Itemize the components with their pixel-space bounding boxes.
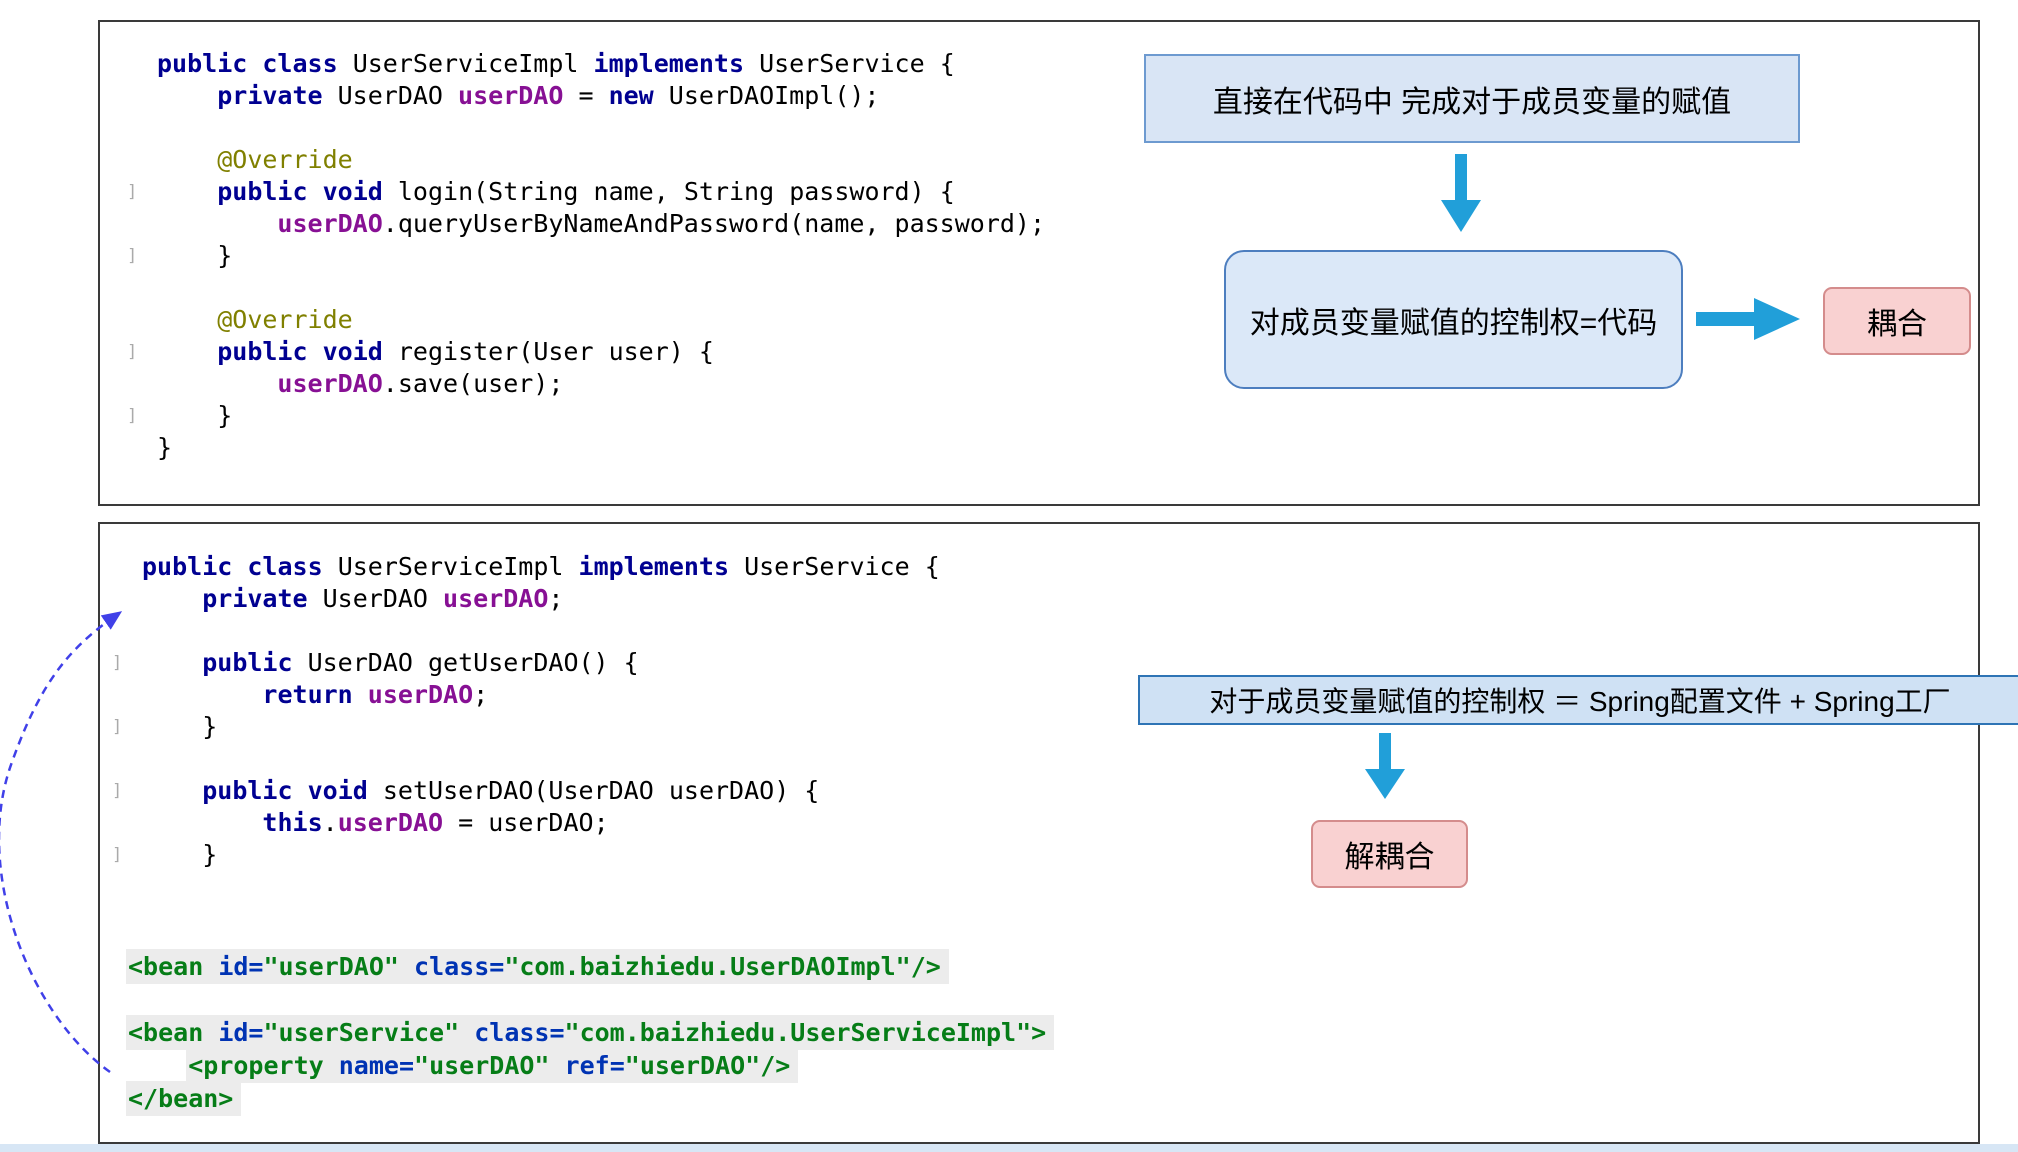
code-line: return userDAO;	[106, 679, 940, 711]
fold-marker-icon: ]	[127, 342, 138, 362]
code-line: private UserDAO userDAO;	[106, 583, 940, 615]
code-line: ] public UserDAO getUserDAO() {	[106, 647, 940, 679]
fold-marker-icon	[90, 950, 126, 983]
code-line: <bean id="userDAO" class="com.baizhiedu.…	[90, 949, 1054, 984]
code-line: }	[121, 432, 1045, 464]
right-arrow-icon	[1696, 298, 1800, 340]
code-line: @Override	[121, 304, 1045, 336]
code-line	[106, 743, 940, 775]
fold-marker-icon: ]	[112, 653, 123, 673]
code-line: ] }	[121, 400, 1045, 432]
code-line: userDAO.save(user);	[121, 368, 1045, 400]
fold-marker-icon	[121, 48, 157, 80]
code-line	[106, 615, 940, 647]
fold-marker-icon: ]	[127, 182, 138, 202]
fold-marker-icon: ]	[112, 717, 123, 737]
code-line: userDAO.queryUserByNameAndPassword(name,…	[121, 208, 1045, 240]
fold-marker-icon	[121, 208, 157, 240]
bottom-strip	[0, 1144, 2018, 1152]
code-line: ] public void login(String name, String …	[121, 176, 1045, 208]
down-arrow-icon	[1441, 154, 1481, 232]
code-line	[121, 112, 1045, 144]
fold-marker-icon	[106, 615, 142, 647]
code-line: ] public void setUserDAO(UserDAO userDAO…	[106, 775, 940, 807]
coupling-result-box: 耦合	[1823, 287, 1971, 355]
code-line: <property name="userDAO" ref="userDAO"/>	[90, 1048, 1054, 1083]
code-line: this.userDAO = userDAO;	[106, 807, 940, 839]
code-line: ] }	[106, 711, 940, 743]
fold-marker-icon	[121, 80, 157, 112]
code-line: private UserDAO userDAO = new UserDAOImp…	[121, 80, 1045, 112]
fold-marker-icon	[90, 1049, 126, 1082]
fold-marker-icon: ]	[112, 845, 123, 865]
code-line: ] }	[106, 839, 940, 871]
top-panel: public class UserServiceImpl implements …	[98, 20, 1980, 506]
fold-marker-icon	[90, 1082, 126, 1115]
code-line: public class UserServiceImpl implements …	[121, 48, 1045, 80]
flow-step2-box: 对成员变量赋值的控制权=代码	[1224, 250, 1683, 389]
fold-marker-icon	[90, 1016, 126, 1049]
fold-marker-icon: ]	[112, 781, 123, 801]
java-code-decoupled: public class UserServiceImpl implements …	[106, 551, 940, 871]
code-line: public class UserServiceImpl implements …	[106, 551, 940, 583]
code-line: <bean id="userService" class="com.baizhi…	[90, 1015, 1055, 1050]
fold-marker-icon	[121, 368, 157, 400]
code-line: </bean>	[90, 1081, 1054, 1116]
fold-marker-icon	[121, 304, 157, 336]
flow-step1-label: 对于成员变量赋值的控制权 ＝ Spring配置文件 + Spring工厂	[1138, 675, 2018, 725]
fold-marker-icon	[121, 272, 157, 304]
fold-marker-icon	[106, 743, 142, 775]
java-code-coupled: public class UserServiceImpl implements …	[121, 48, 1045, 464]
fold-marker-icon: ]	[127, 406, 138, 426]
code-line	[121, 272, 1045, 304]
down-arrow-icon	[1365, 733, 1405, 799]
code-line: @Override	[121, 144, 1045, 176]
fold-marker-icon	[106, 679, 142, 711]
fold-marker-icon	[121, 112, 157, 144]
fold-marker-icon: ]	[127, 246, 138, 266]
spring-xml-config: <bean id="userDAO" class="com.baizhiedu.…	[90, 949, 1055, 1116]
flow-step1-box: 直接在代码中 完成对于成员变量的赋值	[1144, 54, 1800, 143]
fold-marker-icon	[121, 144, 157, 176]
fold-marker-icon	[90, 983, 126, 1016]
code-line	[90, 983, 1054, 1016]
code-line: ] public void register(User user) {	[121, 336, 1045, 368]
fold-marker-icon	[106, 583, 142, 615]
decoupling-result-box: 解耦合	[1311, 820, 1468, 888]
fold-marker-icon	[121, 432, 157, 464]
fold-marker-icon	[106, 807, 142, 839]
code-line: ] }	[121, 240, 1045, 272]
fold-marker-icon	[106, 551, 142, 583]
bottom-panel: public class UserServiceImpl implements …	[98, 522, 2018, 1144]
